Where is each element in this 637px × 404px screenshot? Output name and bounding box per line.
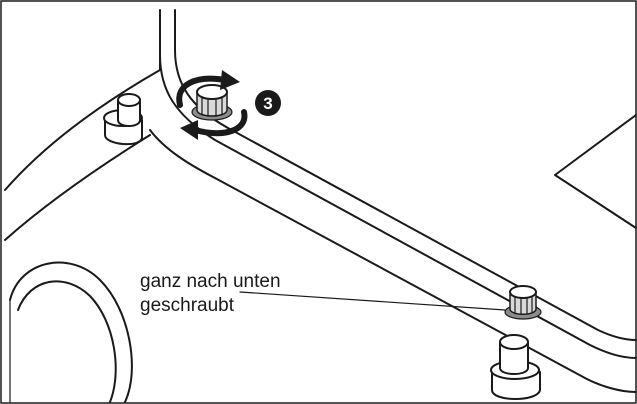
step-badge: 3 [255, 90, 281, 116]
left-post [103, 93, 143, 146]
left-oval-opening [9, 261, 133, 403]
adjust-screw-bottom [504, 285, 542, 320]
housing-edge-left-inner [4, 134, 151, 241]
housing-edge-left [4, 54, 161, 191]
top-right-component [554, 114, 637, 229]
adjust-screw-top [191, 84, 233, 121]
rotate-arrows-icon [176, 70, 248, 140]
annotation-text: ganz nach unten geschraubt [140, 270, 281, 318]
plate-lower-edge [149, 129, 637, 393]
step-badge-circle [255, 90, 281, 116]
annotation-leader-line [239, 291, 506, 311]
annotation-line-2: geschraubt [140, 295, 235, 316]
step-badge-number: 3 [263, 94, 272, 113]
annotation-line-1: ganz nach unten [140, 271, 281, 292]
right-post [490, 334, 541, 400]
plate-inner-rim [174, 9, 637, 341]
plate-outer-rim [159, 9, 637, 359]
